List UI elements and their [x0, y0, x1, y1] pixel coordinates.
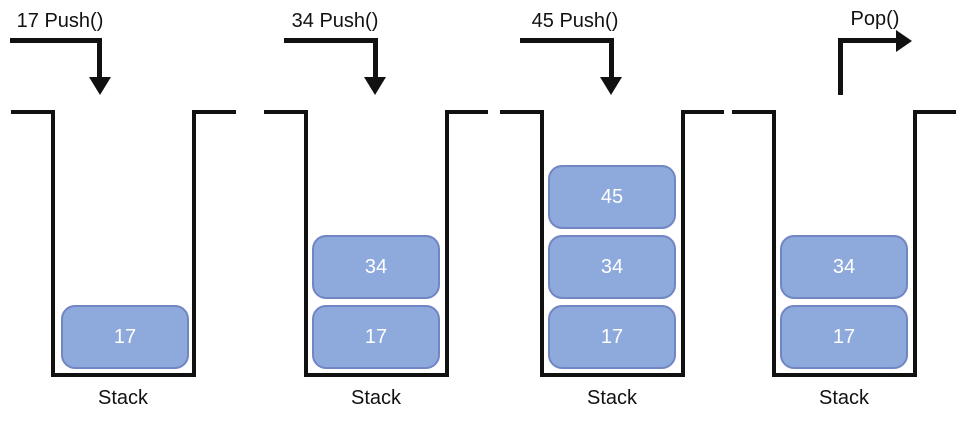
stack-container: [304, 110, 449, 377]
arrowhead-down: [600, 77, 622, 95]
arrow-shaft-horizontal: [838, 38, 896, 43]
arrow-shaft-horizontal: [10, 38, 102, 43]
stack-rim-right: [684, 110, 724, 114]
operation-label: Pop(): [850, 8, 900, 30]
stack-item: 17: [61, 305, 189, 369]
operation-label: 34 Push(): [291, 10, 379, 32]
arrowhead-down: [364, 77, 386, 95]
stack-item: 17: [780, 305, 908, 369]
arrow-shaft-vertical: [97, 38, 102, 78]
operation-label: 45 Push(): [531, 10, 619, 32]
stack-item: 34: [312, 235, 440, 299]
arrowhead-down: [89, 77, 111, 95]
arrow-shaft-vertical: [373, 38, 378, 78]
stack-item: 45: [548, 165, 676, 229]
stack-rim-left: [500, 110, 540, 114]
stack-rim-right: [448, 110, 488, 114]
stack-rim-left: [732, 110, 772, 114]
arrowhead-right: [896, 30, 912, 52]
arrow-shaft-horizontal: [284, 38, 378, 43]
stack-container: [540, 110, 685, 377]
stack-caption: Stack: [818, 387, 870, 409]
arrow-shaft-horizontal: [520, 38, 614, 43]
stack-item: 34: [548, 235, 676, 299]
arrow-shaft-vertical: [609, 38, 614, 78]
stack-rim-left: [11, 110, 51, 114]
stack-caption: Stack: [350, 387, 402, 409]
stack-rim-left: [264, 110, 304, 114]
arrow-shaft-vertical: [838, 38, 843, 95]
stack-caption: Stack: [586, 387, 638, 409]
operation-label: 17 Push(): [16, 10, 104, 32]
stack-rim-right: [196, 110, 236, 114]
stack-rim-right: [916, 110, 956, 114]
stack-caption: Stack: [97, 387, 149, 409]
stack-container: [51, 110, 196, 377]
stack-item: 34: [780, 235, 908, 299]
stack-item: 17: [548, 305, 676, 369]
stack-item: 17: [312, 305, 440, 369]
stack-container: [772, 110, 917, 377]
